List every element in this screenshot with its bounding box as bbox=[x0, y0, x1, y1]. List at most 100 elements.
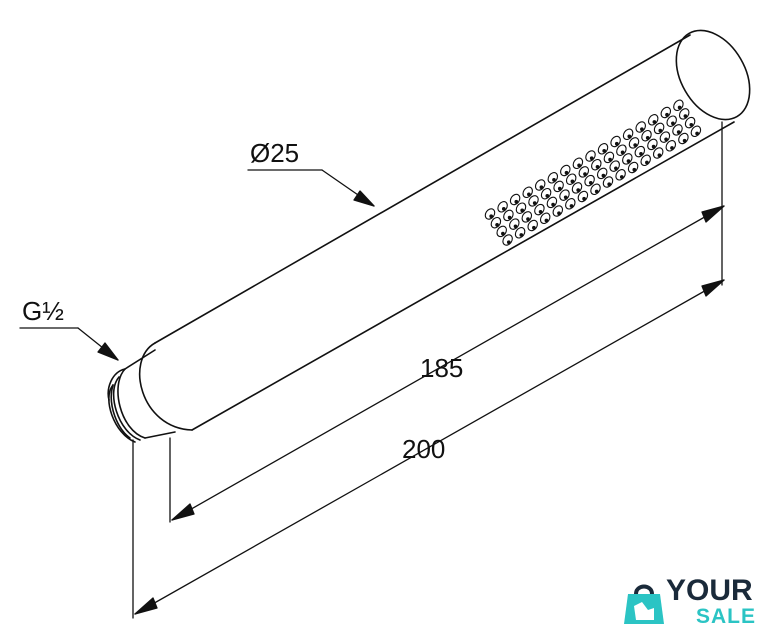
spray-nozzle-hole bbox=[577, 163, 581, 168]
thread-label: G½ bbox=[22, 296, 64, 326]
spray-nozzle bbox=[509, 193, 521, 206]
spray-nozzle bbox=[641, 129, 652, 142]
spray-nozzle bbox=[547, 172, 559, 184]
spray-nozzle bbox=[596, 167, 608, 180]
shower-handle-body bbox=[139, 29, 751, 431]
length-185-label: 185 bbox=[420, 353, 463, 383]
dimension-line-200 bbox=[134, 279, 725, 615]
spray-nozzle bbox=[559, 189, 570, 201]
spray-nozzle bbox=[534, 203, 545, 216]
spray-nozzle bbox=[497, 201, 508, 213]
spray-nozzle bbox=[546, 196, 558, 209]
spray-nozzle-grid bbox=[484, 99, 702, 246]
spray-nozzle bbox=[577, 190, 589, 203]
spray-nozzle-hole bbox=[614, 141, 619, 146]
spray-nozzle-hole bbox=[601, 173, 606, 178]
spray-nozzle-hole bbox=[645, 160, 649, 165]
spray-nozzle-hole bbox=[501, 207, 506, 211]
spray-nozzle-hole bbox=[595, 165, 600, 169]
spray-nozzle bbox=[565, 173, 577, 185]
spray-nozzle bbox=[640, 154, 651, 167]
spray-nozzle-hole bbox=[626, 159, 631, 163]
spray-nozzle-hole bbox=[582, 196, 586, 201]
extension-lines bbox=[132, 121, 723, 619]
spray-nozzle-hole bbox=[506, 240, 511, 245]
your-sale-logo: YOUR SALE bbox=[620, 576, 770, 634]
spray-nozzle bbox=[515, 202, 527, 214]
spray-nozzle bbox=[666, 115, 677, 127]
spray-nozzle-hole bbox=[545, 194, 550, 198]
spray-nozzle-hole bbox=[495, 223, 499, 227]
spray-nozzle bbox=[684, 116, 696, 129]
spray-nozzle-hole bbox=[639, 151, 643, 156]
spray-nozzle bbox=[635, 121, 646, 133]
spray-nozzle-hole bbox=[652, 120, 657, 124]
spray-nozzle-hole bbox=[614, 166, 618, 171]
spray-nozzle bbox=[609, 160, 620, 172]
spray-nozzle-hole bbox=[589, 156, 594, 161]
spray-nozzle bbox=[659, 131, 671, 143]
spray-nozzle bbox=[653, 122, 665, 135]
spray-nozzle-hole bbox=[632, 167, 637, 172]
spray-nozzle bbox=[560, 164, 571, 177]
spray-nozzle bbox=[660, 106, 672, 119]
spray-nozzle-hole bbox=[682, 138, 687, 143]
spray-nozzle bbox=[528, 195, 539, 207]
spray-nozzle bbox=[539, 212, 551, 225]
spray-nozzle bbox=[665, 140, 677, 152]
spray-nozzle bbox=[490, 216, 502, 229]
spray-nozzle-hole bbox=[633, 143, 638, 147]
spray-nozzle bbox=[585, 150, 596, 162]
spray-nozzle bbox=[628, 137, 640, 149]
spray-nozzle bbox=[673, 99, 684, 112]
spray-nozzle-hole bbox=[695, 131, 699, 136]
spray-nozzle-hole bbox=[608, 157, 612, 162]
spray-nozzle bbox=[672, 124, 683, 136]
spray-nozzle bbox=[590, 183, 601, 196]
spray-nozzle bbox=[610, 135, 621, 148]
spray-nozzle bbox=[540, 187, 552, 200]
spray-nozzle-hole bbox=[627, 134, 632, 139]
spray-nozzle bbox=[616, 144, 627, 156]
spray-nozzle-hole bbox=[594, 189, 599, 194]
spray-nozzle-hole bbox=[539, 185, 544, 190]
spray-nozzle-hole bbox=[519, 233, 524, 237]
logo-word-your: YOUR bbox=[666, 574, 753, 607]
spray-nozzle bbox=[514, 227, 526, 239]
spray-nozzle bbox=[553, 180, 564, 193]
spray-nozzle-hole bbox=[683, 114, 688, 118]
dimension-line-185 bbox=[171, 205, 725, 521]
spray-nozzle-hole bbox=[501, 231, 505, 236]
spray-nozzle bbox=[496, 225, 507, 238]
spray-nozzle bbox=[571, 182, 583, 194]
spray-nozzle-hole bbox=[658, 128, 663, 133]
spray-nozzle-hole bbox=[514, 199, 519, 204]
spray-nozzle bbox=[502, 234, 513, 246]
spray-nozzle-hole bbox=[507, 215, 512, 220]
spray-nozzle bbox=[578, 166, 590, 178]
spray-nozzle-hole bbox=[557, 186, 562, 191]
spray-nozzle-hole bbox=[607, 182, 612, 187]
spray-nozzle-hole bbox=[513, 224, 518, 229]
spray-nozzle-hole bbox=[619, 175, 624, 179]
spray-nozzle bbox=[647, 114, 659, 126]
spray-nozzle-hole bbox=[676, 130, 681, 134]
spray-nozzle-hole bbox=[557, 211, 561, 216]
spray-nozzle-hole bbox=[689, 122, 694, 127]
spray-nozzle bbox=[534, 179, 546, 191]
diameter-label: Ø25 bbox=[250, 138, 299, 168]
spray-nozzle bbox=[622, 128, 634, 141]
spray-nozzle bbox=[622, 153, 633, 165]
threaded-connector bbox=[107, 349, 176, 443]
spray-nozzle bbox=[652, 147, 664, 159]
spray-nozzle-hole bbox=[526, 217, 530, 221]
spray-nozzle bbox=[615, 169, 626, 181]
spray-nozzle bbox=[647, 138, 658, 151]
length-200-label: 200 bbox=[402, 434, 445, 464]
spray-nozzle-hole bbox=[640, 127, 644, 132]
spray-nozzle-hole bbox=[520, 208, 525, 213]
shopping-bag-hand-icon bbox=[624, 584, 664, 624]
spray-nozzle-hole bbox=[602, 149, 607, 153]
spray-nozzle-hole bbox=[532, 225, 536, 230]
